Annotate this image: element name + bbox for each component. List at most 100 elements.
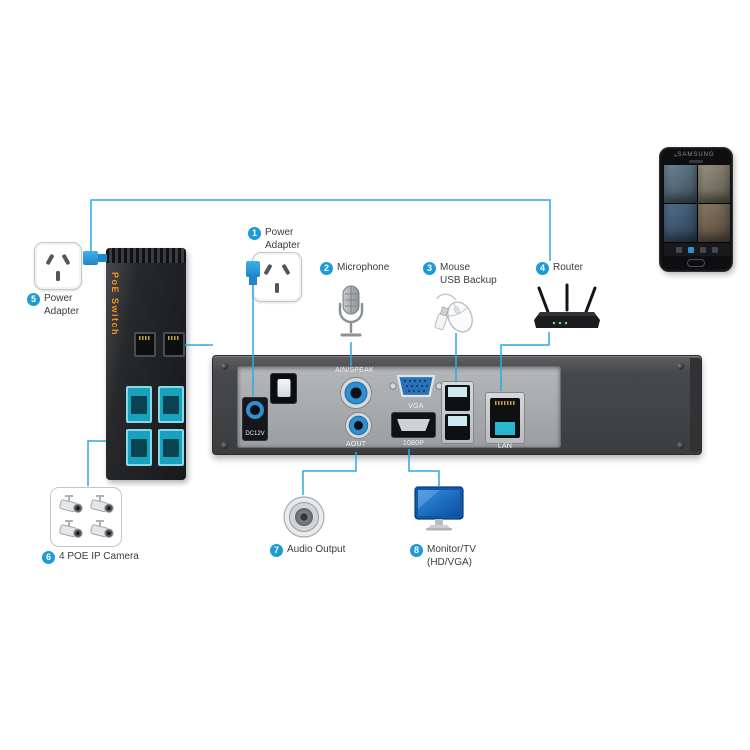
- callout-microphone: 2 Microphone: [320, 262, 389, 275]
- smartphone: SAMSUNG: [659, 147, 733, 272]
- usb-ports: [441, 381, 474, 444]
- monitor-icon: [414, 486, 464, 531]
- callout-mouse: 3 Mouse USB Backup: [423, 262, 497, 287]
- phone-speaker-slit: [689, 160, 703, 163]
- screw-icon: [221, 442, 228, 449]
- poe-port: [158, 429, 184, 466]
- outlet-slot: [45, 253, 55, 266]
- switch-vents: [106, 248, 186, 263]
- dc-jack-ring: [246, 401, 264, 419]
- lan-opening: [490, 398, 520, 438]
- cable-aout-to-speaker: [302, 452, 357, 495]
- callout-power-adapter-top: 1 Power Adapter: [248, 227, 300, 252]
- hdmi-port: [391, 412, 436, 438]
- screw-icon: [677, 442, 684, 449]
- callout-router: 4 Router: [536, 262, 583, 275]
- camera-feed-tile: [664, 204, 697, 242]
- hdmi-port-label: 1080P: [402, 440, 425, 447]
- screw-icon: [677, 363, 684, 370]
- audio-in-jack: [340, 377, 372, 409]
- poe-port: [126, 429, 152, 466]
- camera-feed-tile: [697, 165, 730, 203]
- switch-brand-label: PoE Switch: [110, 272, 120, 337]
- poe-port: [126, 386, 152, 423]
- callout-text: Power: [44, 293, 73, 304]
- callout-text: Monitor/TV: [427, 544, 476, 555]
- toolbar-icon: [676, 246, 682, 253]
- outlet-slot: [56, 271, 60, 281]
- callout-text: Mouse: [440, 262, 471, 273]
- outlet-slot: [281, 263, 291, 276]
- camera-feed-tile: [697, 204, 730, 242]
- power-switch: [270, 373, 297, 404]
- usb-tongue: [448, 387, 467, 397]
- poe-port: [158, 386, 184, 423]
- number-badge: 4: [536, 262, 549, 275]
- number-badge: 7: [270, 544, 283, 557]
- router-antenna: [537, 286, 550, 314]
- power-outlet-icon: [34, 242, 82, 290]
- lan-port: [485, 392, 525, 444]
- phone-brand-label: SAMSUNG: [677, 152, 715, 158]
- number-badge: 3: [423, 262, 436, 275]
- power-plug-icon: [246, 261, 260, 285]
- dc-port-label: DC12V: [245, 431, 265, 437]
- nvr-end-cap: [690, 358, 701, 452]
- router-icon: [534, 283, 600, 328]
- usb-port: [445, 385, 470, 411]
- dc-power-jack: DC12V: [242, 397, 268, 441]
- poe-camera-group: [50, 487, 122, 547]
- toolbar-icon: [712, 246, 718, 253]
- ip-camera-icon: [89, 494, 114, 513]
- callout-text: Power: [265, 227, 294, 238]
- power-plug-icon: [83, 251, 107, 265]
- ip-camera-icon: [58, 494, 83, 513]
- mouse-icon: [434, 293, 473, 333]
- cable-cameras-to-switch: [87, 440, 106, 486]
- nvr-rear-panel: DC12V AIN/SPEAK AOUT VGA: [212, 355, 702, 455]
- callout-text: Audio Output: [287, 544, 346, 555]
- rj45-uplink-port: [134, 332, 156, 357]
- lan-port-label: LAN: [497, 443, 513, 450]
- switch-poe-ports: [126, 386, 184, 466]
- callout-text: Adapter: [44, 305, 80, 317]
- number-badge: 5: [27, 293, 40, 306]
- microphone-icon: [338, 285, 364, 337]
- poe-switch: PoE Switch: [106, 248, 186, 480]
- callout-monitor: 8 Monitor/TV (HD/VGA): [410, 544, 476, 569]
- callout-text: (HD/VGA): [427, 556, 472, 568]
- phone-screen: [664, 165, 730, 256]
- toolbar-icon: [700, 246, 706, 253]
- ip-camera-icon: [58, 519, 83, 538]
- toolbar-icon: [688, 246, 694, 253]
- rj45-uplink-port: [163, 332, 185, 357]
- audio-out-jack: [345, 412, 372, 439]
- number-badge: 8: [410, 544, 423, 557]
- callout-text: USB Backup: [440, 274, 497, 286]
- lan-pins: [495, 401, 515, 405]
- callout-text: Microphone: [337, 262, 390, 273]
- usb-drive-icon: [434, 306, 449, 331]
- number-badge: 1: [248, 227, 261, 240]
- callout-text: Adapter: [265, 239, 301, 251]
- outlet-slot: [275, 283, 279, 293]
- ain-port-label: AIN/SPEAK: [335, 367, 374, 374]
- phone-home-button: [687, 259, 705, 267]
- callout-power-adapter-left: 5 Power Adapter: [27, 293, 79, 318]
- callout-audio-output: 7 Audio Output: [270, 544, 345, 557]
- callout-text: 4 POE IP Camera: [59, 551, 139, 562]
- number-badge: 2: [320, 262, 333, 275]
- hdmi-slot: [397, 419, 430, 431]
- vga-port: [389, 374, 443, 398]
- vga-port-label: VGA: [408, 403, 424, 410]
- outlet-slot: [61, 253, 71, 266]
- power-outlet-icon: [252, 252, 302, 302]
- speaker-icon: [283, 496, 325, 538]
- camera-feed-tile: [664, 165, 697, 203]
- outlet-slot: [263, 263, 273, 276]
- usb-tongue: [448, 416, 467, 426]
- router-antenna: [584, 286, 597, 314]
- number-badge: 6: [42, 551, 55, 564]
- phone-camera-dot: [674, 154, 677, 157]
